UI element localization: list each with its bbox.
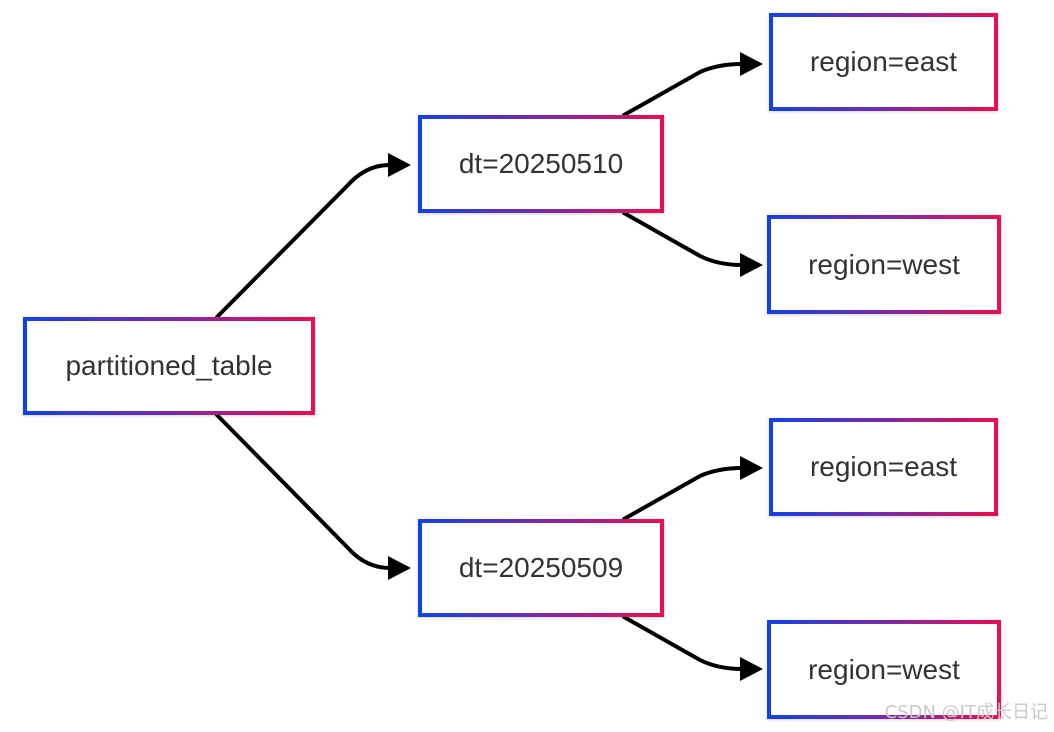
node-label: partitioned_table xyxy=(65,350,273,381)
edge-dt-20250510-to-region-east xyxy=(622,62,744,117)
node-dt-20250510-region-west: region=west xyxy=(767,215,1001,314)
arrowhead-dt-20250510-to-region-west xyxy=(740,253,763,277)
node-dt-20250510: dt=20250510 xyxy=(418,115,664,213)
edge-dt-20250509-to-region-west xyxy=(622,615,744,671)
node-label: dt=20250510 xyxy=(458,148,624,179)
edge-dt-20250509-to-region-east xyxy=(622,466,744,521)
node-dt-20250509: dt=20250509 xyxy=(418,519,664,617)
arrowhead-dt-20250509-to-region-east xyxy=(740,456,763,480)
arrowhead-root-to-dt-20250510 xyxy=(388,153,411,177)
node-label: dt=20250509 xyxy=(458,552,624,583)
edge-root-to-dt-20250510 xyxy=(215,163,392,319)
arrowhead-root-to-dt-20250509 xyxy=(388,556,411,580)
node-label: region=east xyxy=(809,46,958,77)
watermark-text: CSDN @IT成长日记 xyxy=(884,702,1048,723)
node-dt-20250510-region-east: region=east xyxy=(769,13,998,111)
node-dt-20250509-region-west: region=west xyxy=(767,620,1001,719)
node-partitioned-table: partitioned_table xyxy=(23,317,315,415)
node-label: region=west xyxy=(808,653,960,685)
node-dt-20250509-region-east: region=east xyxy=(769,418,998,516)
node-label: region=west xyxy=(808,248,960,280)
arrowhead-dt-20250510-to-region-east xyxy=(740,52,763,76)
edge-root-to-dt-20250509 xyxy=(215,413,392,570)
edge-dt-20250510-to-region-west xyxy=(622,211,744,267)
arrowhead-dt-20250509-to-region-west xyxy=(740,657,763,681)
node-label: region=east xyxy=(809,451,958,482)
